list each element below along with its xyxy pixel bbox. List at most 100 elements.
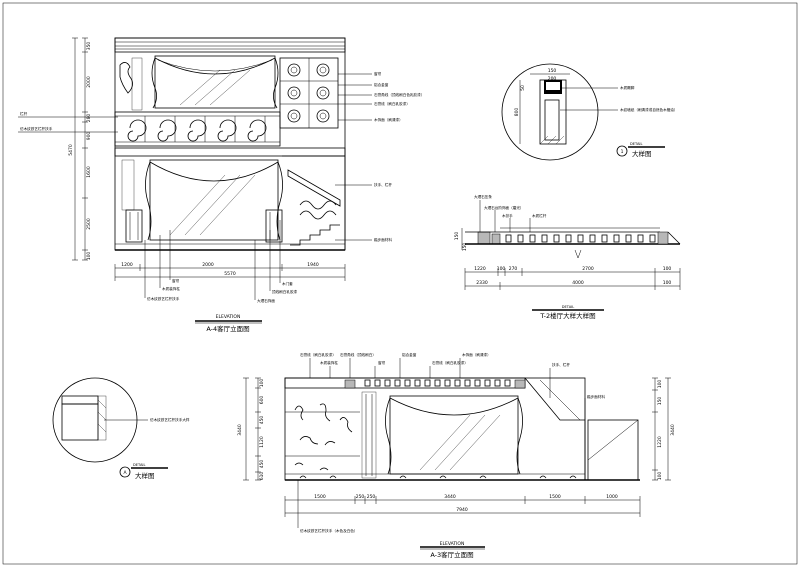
stair-vdim-1: 150 <box>462 243 468 252</box>
marble-wall <box>294 403 353 471</box>
top-right-note-4: 木饰面（刷清漆） <box>374 117 403 122</box>
detail-1-dim-1: 800 <box>514 108 520 117</box>
stair-vdim-0: 150 <box>454 232 460 241</box>
top-vdim-2: 280 <box>86 114 92 123</box>
stair-note-3: 木质栏杆 <box>532 213 547 218</box>
detail-a-label: DETAIL <box>133 463 145 467</box>
top-bottom-note-5: 大理石饰面 <box>257 298 275 303</box>
stair-hdim-1: 100 <box>497 266 506 272</box>
bottom-hdim-overall: 7940 <box>456 507 468 513</box>
top-right-note-1: 铝合金窗 <box>374 82 389 87</box>
detail-a-note: 仿木纹铁艺栏杆扶手大样 <box>150 417 190 422</box>
top-elevation-outline <box>114 37 346 251</box>
stair-hdim-2: 270 <box>509 266 518 272</box>
bottom-elevation-outline <box>284 377 586 481</box>
stair-odim-2: 100 <box>663 280 672 286</box>
bottom-horiz-dims: 1500 250 250 3440 1500 1000 7940 <box>284 494 641 517</box>
top-vdim-3: 900 <box>86 132 92 141</box>
bottom-hdim-3: 3440 <box>444 494 456 500</box>
upper-window <box>154 55 276 109</box>
bottom-hdim-1: 250 <box>356 494 365 500</box>
detail-a: 仿木纹铁艺栏杆扶手大样 A DETAIL 大样图 <box>52 377 190 480</box>
stair-hdim-3: 2700 <box>582 266 594 272</box>
bottom-top-note-0: 石膏线（刷白乳胶漆） <box>300 352 336 357</box>
top-bottom-note-1: 木质装饰柱 <box>162 286 180 291</box>
top-right-note-3: 石膏线（刷白乳胶漆） <box>374 101 410 106</box>
stair-hdim-0: 1220 <box>474 266 486 272</box>
top-left-note-0: 栏杆 <box>20 111 28 116</box>
bottom-top-note-6: 木饰面（刷清漆） <box>462 352 491 357</box>
bottom-lvdim-0: 100 <box>259 379 265 388</box>
left-column <box>125 209 143 243</box>
bottom-hdim-5: 1000 <box>606 494 618 500</box>
bottom-elevation: 石膏线（刷白乳胶漆） 木质装饰柱 石膏角线（顶线刷白） 窗帘 铝合金窗 石膏线（… <box>237 352 676 559</box>
top-right-note-5: 扶手、栏杆 <box>374 182 392 187</box>
bottom-right-vert-dims: 100 150 1220 100 3440 <box>652 377 676 481</box>
bottom-lvdim-1: 600 <box>259 396 265 405</box>
bottom-rvdim-2: 1220 <box>657 436 663 448</box>
bottom-lvdim-5: 610 <box>259 472 265 481</box>
detail-1-label: DETAIL <box>630 142 642 146</box>
bottom-rvdim-overall: 3440 <box>670 424 676 436</box>
bottom-lvdim-4: 450 <box>259 460 265 469</box>
detail-1-note-0: 木质踢脚 <box>620 85 635 90</box>
detail-1: 150 800 50 200 木质踢脚 木纹墙纸（刷清漆或自然色木蜡油） 1 D… <box>501 63 678 161</box>
detail-a-num: A <box>123 470 127 476</box>
stair-detail: 大理石压条 大理石台阶饰面（磨光） 木扶手 木质栏杆 150 150 1220 … <box>454 194 681 320</box>
stair-note-1: 大理石台阶饰面（磨光） <box>484 205 524 210</box>
top-hdim-overall: 5570 <box>224 271 236 277</box>
stair-note-2: 木扶手 <box>502 213 513 218</box>
top-vdim-6: 100 <box>86 252 92 261</box>
top-right-note-6: 踏步面材料 <box>374 237 392 242</box>
bottom-top-note-1: 木质装饰柱 <box>320 360 338 365</box>
bottom-left-vert-dims: 100 600 450 1120 450 610 3440 <box>237 377 265 481</box>
top-horiz-dims: 1200 2000 1940 5570 <box>114 262 346 281</box>
stair-odim-0: 2330 <box>476 280 488 286</box>
stair-title-label: DETAIL <box>562 305 574 309</box>
bottom-window <box>389 395 519 475</box>
top-bottom-note-2: 仿木纹铁艺栏杆扶手 <box>147 296 180 301</box>
detail-a-name: 大样图 <box>135 471 155 480</box>
bottom-hdim-2: 250 <box>367 494 376 500</box>
top-hdim-0: 1200 <box>121 262 133 268</box>
stair-odim-1: 4000 <box>572 280 584 286</box>
top-bottom-note-4: 顶线刷白乳胶漆 <box>272 289 298 294</box>
detail-1-note-1: 木纹墙纸（刷清漆或自然色木蜡油） <box>620 107 678 112</box>
detail-1-dim-0: 150 <box>548 68 557 74</box>
bottom-right-note-1: 踏步面材料 <box>587 394 605 399</box>
bottom-top-note-4: 铝合金窗 <box>402 352 417 357</box>
lattice-panels <box>279 57 339 129</box>
detail-1-num: 1 <box>621 149 624 155</box>
top-vdim-4: 1600 <box>86 166 92 178</box>
bottom-hdim-4: 1500 <box>549 494 561 500</box>
detail-1-dim-3: 200 <box>548 76 557 82</box>
detail-1-circle <box>501 63 599 161</box>
bottom-lvdim-2: 450 <box>259 416 265 425</box>
bottom-rvdim-3: 100 <box>657 472 663 481</box>
stair-title-name: T-2楼厅大样大样图 <box>539 311 595 320</box>
stair-hdim-4: 100 <box>663 266 672 272</box>
top-vert-dims: 350 2000 280 900 1600 2500 100 5470 <box>68 37 92 261</box>
top-right-note-0: 窗帘 <box>374 71 382 76</box>
bottom-elevation-title: ELEVATION A-3客厅立面图 <box>420 541 485 559</box>
top-vdim-5: 2500 <box>86 218 92 230</box>
top-left-note-1: 仿木纹铁艺栏杆扶手 <box>20 126 53 131</box>
bottom-lvdim-overall: 3440 <box>237 424 243 436</box>
top-elevation-title: ELEVATION A-4客厅立面图 <box>195 314 262 333</box>
top-right-notes: 窗帘 铝合金窗 石膏角线（顶线刷白色乳胶漆） 石膏线（刷白乳胶漆） 木饰面（刷清… <box>335 71 424 242</box>
bottom-top-note-3: 窗帘 <box>378 360 386 365</box>
right-column <box>265 209 283 243</box>
bottom-column <box>361 391 377 479</box>
bottom-lvdim-3: 1120 <box>259 436 265 448</box>
stair-note-0: 大理石压条 <box>474 194 492 199</box>
top-title-name: A-4客厅立面图 <box>206 324 249 333</box>
top-hdim-1: 2000 <box>202 262 214 268</box>
top-title-label: ELEVATION <box>216 314 241 320</box>
detail-1-name: 大样图 <box>632 149 652 158</box>
top-vdim-1: 2000 <box>86 76 92 88</box>
lower-window <box>149 159 279 241</box>
bottom-hdim-0: 1500 <box>314 494 326 500</box>
bottom-top-note-2: 石膏角线（顶线刷白） <box>340 352 376 357</box>
